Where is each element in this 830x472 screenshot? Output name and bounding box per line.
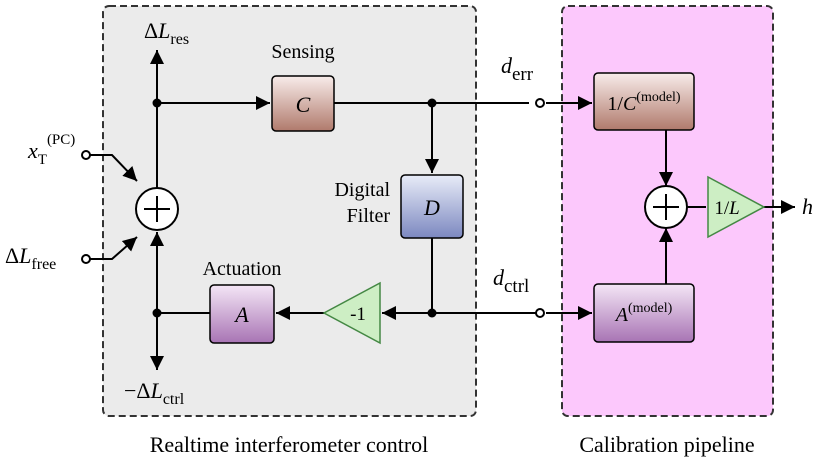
- filter-title-line1: Digital: [334, 179, 390, 201]
- filter-block: [400, 174, 464, 239]
- summing-junction-calibration: [644, 185, 688, 229]
- junction-dot: [152, 98, 162, 108]
- negative-gain-icon: [322, 281, 381, 345]
- x-t-pc-label: xT(PC): [27, 132, 75, 168]
- sensing-symbol: C: [296, 92, 311, 117]
- junction-dot: [427, 308, 437, 318]
- negative-gain-label: -1: [350, 304, 366, 325]
- sensing-title: Sensing: [271, 41, 334, 63]
- junction-dot: [427, 98, 437, 108]
- wire-x-t-pc: [90, 154, 138, 182]
- d-ctrl-label: dctrl: [493, 265, 529, 297]
- open-circle-icon: [535, 308, 545, 318]
- d-err-label: derr: [501, 53, 534, 85]
- h-label: h: [802, 194, 813, 219]
- junction-dots: [152, 98, 437, 318]
- delta-l-free-label: ΔLfree: [5, 243, 56, 273]
- filter-title-line2: Filter: [347, 205, 391, 227]
- inverse-length-gain-label: 1/L: [714, 198, 739, 219]
- inverse-sensing-model-block: [593, 72, 695, 131]
- sensing-block: [271, 75, 335, 132]
- open-circle-icon: [81, 254, 91, 264]
- inverse-length-gain-icon: [707, 175, 766, 239]
- junction-dot: [152, 308, 162, 318]
- terminals: [81, 98, 545, 318]
- actuation-block: [209, 284, 275, 344]
- actuation-model-label: A(model): [614, 301, 673, 326]
- inverse-sensing-model-label: 1/C(model): [607, 90, 681, 115]
- neg-delta-l-ctrl-label: −ΔLctrl: [124, 378, 185, 408]
- open-circle-icon: [81, 150, 91, 160]
- signal-wires: [90, 50, 795, 370]
- open-circle-icon: [535, 98, 545, 108]
- calibration-region-caption: Calibration pipeline: [579, 432, 754, 457]
- actuation-title: Actuation: [203, 258, 282, 280]
- filter-symbol: D: [423, 195, 440, 220]
- wire-delta-l-free: [90, 236, 138, 260]
- actuation-symbol: A: [233, 302, 249, 327]
- control-region-caption: Realtime interferometer control: [150, 432, 429, 457]
- summing-junction-control: [135, 187, 179, 231]
- actuation-model-block: [593, 283, 695, 343]
- delta-l-res-label: ΔLres: [144, 18, 189, 48]
